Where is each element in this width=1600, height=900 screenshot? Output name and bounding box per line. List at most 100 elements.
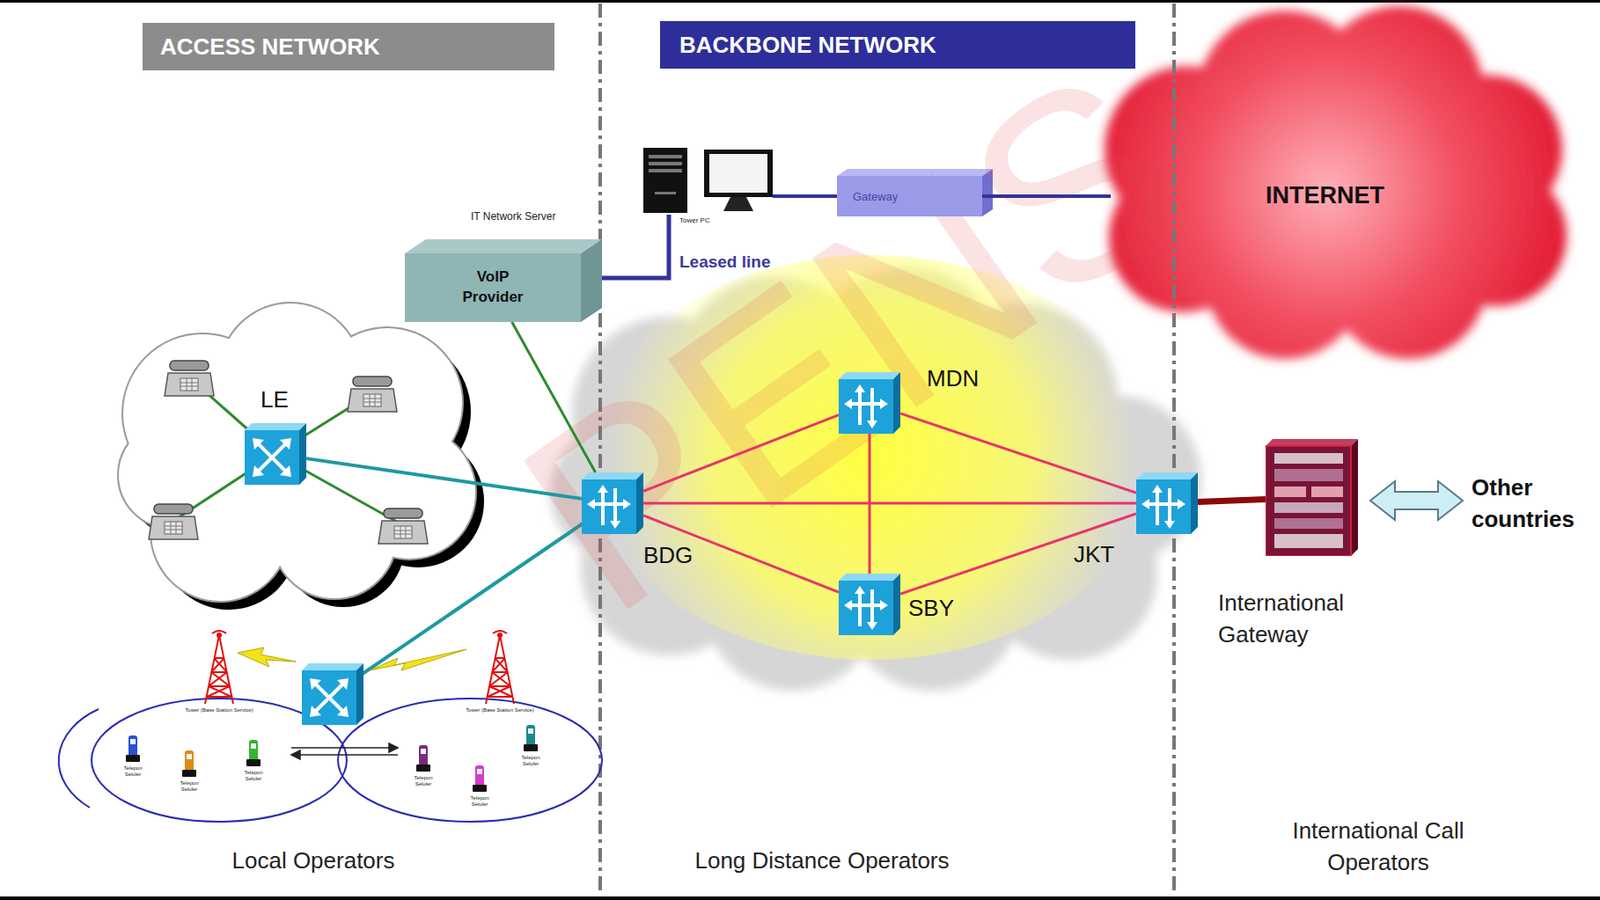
router-icon xyxy=(1144,502,1182,507)
text-label: IT Network Server xyxy=(470,210,556,224)
handover-arrow xyxy=(291,750,301,760)
router-icon xyxy=(1144,488,1182,526)
gateway-rack-icon xyxy=(1274,534,1344,549)
tower-pc xyxy=(648,161,683,166)
mobile-switch xyxy=(301,663,364,726)
mobile-phone xyxy=(182,750,197,778)
tower-pc xyxy=(643,147,773,213)
router-icon xyxy=(838,372,901,434)
international-gateway: International Gateway xyxy=(1265,439,1358,557)
gateway-box: Gateway xyxy=(836,176,983,217)
tower-pc xyxy=(704,149,773,198)
tower-pc xyxy=(709,154,768,193)
le-cloud-fill xyxy=(118,303,476,602)
voip-box: VoIP Provider xyxy=(404,253,581,323)
handover-arrow xyxy=(291,747,395,749)
mobile-phone xyxy=(472,765,487,793)
node-text: VoIP Provider xyxy=(457,267,529,309)
radio-link xyxy=(369,649,467,671)
router-icon xyxy=(581,479,637,535)
desk-phone xyxy=(164,360,214,397)
node-text: LE xyxy=(260,386,289,414)
router-icon xyxy=(844,600,852,611)
router-icon xyxy=(838,573,901,636)
router-icon xyxy=(1177,499,1186,510)
text-label: Tower (Base Station Service) xyxy=(183,707,255,714)
tower-pc xyxy=(654,191,676,195)
leased-line xyxy=(601,214,669,279)
router-icon xyxy=(847,388,885,426)
router-icon xyxy=(858,389,862,426)
trunk-link xyxy=(332,503,613,695)
network-link xyxy=(900,513,1137,595)
node-text: ACCESS NETWORK xyxy=(160,33,381,61)
router-icon xyxy=(587,499,595,510)
network-link xyxy=(306,458,582,500)
router-icon xyxy=(590,502,628,507)
router-icon xyxy=(893,573,901,636)
region-band: BACKBONE NETWORK xyxy=(660,21,1136,69)
box-side-face xyxy=(580,239,602,323)
le-cloud-fill xyxy=(202,360,397,555)
router-icon xyxy=(880,398,889,410)
gateway-rack-icon xyxy=(1274,453,1344,464)
gateway-rack-icon xyxy=(1265,446,1351,557)
text-label: Telepon Seluler xyxy=(240,770,267,782)
handover-arrow xyxy=(294,754,398,756)
node-text: International Gateway xyxy=(1218,587,1412,652)
router-icon xyxy=(838,580,894,636)
gateway-rack-icon xyxy=(1274,502,1344,514)
router-icon xyxy=(1136,472,1198,535)
router-icon xyxy=(601,490,605,526)
node-text: SBY xyxy=(908,594,955,623)
gateway-rack-icon xyxy=(1265,439,1358,557)
network-link xyxy=(643,502,1137,506)
handover-arrow xyxy=(291,743,398,760)
router-icon xyxy=(1152,484,1163,493)
router-icon xyxy=(1136,472,1198,480)
router-icon xyxy=(844,586,889,631)
desk-phone xyxy=(378,508,428,544)
cell-area xyxy=(337,698,602,823)
node-text: BDG xyxy=(643,542,693,570)
router-icon xyxy=(590,488,628,526)
tower-pc xyxy=(723,197,754,212)
text-label: Tower (Base Station Service) xyxy=(464,707,536,714)
router-icon xyxy=(858,591,862,627)
node-text: Gateway xyxy=(852,190,898,204)
network-link xyxy=(643,415,839,492)
router-icon xyxy=(893,372,901,434)
router-icon xyxy=(854,586,866,595)
region-band: ACCESS NETWORK xyxy=(142,22,555,71)
local-exchange-switch: LE xyxy=(244,423,307,485)
text-label: Telepon Seluler xyxy=(517,755,544,767)
tower-pc xyxy=(648,154,683,159)
box-top-face xyxy=(836,168,993,177)
router-icon xyxy=(609,521,621,529)
country-box: Other countries xyxy=(1471,471,1586,536)
router-icon xyxy=(623,499,632,510)
desk-phone xyxy=(148,360,428,544)
backbone-router: SBY xyxy=(838,573,901,636)
router-icon xyxy=(847,603,885,608)
box-top-face xyxy=(404,239,602,254)
router-icon xyxy=(581,472,644,480)
double-arrow xyxy=(1370,481,1463,521)
mobile-phone xyxy=(416,745,431,772)
router-icon xyxy=(866,420,878,429)
network-link xyxy=(900,413,1137,493)
router-icon xyxy=(1136,479,1191,535)
mobile-phone xyxy=(125,735,140,763)
router-icon xyxy=(838,573,901,581)
network-link xyxy=(643,515,839,593)
gateway-rack-icon xyxy=(1274,469,1344,482)
subscriber-line xyxy=(173,377,404,526)
radio-link xyxy=(237,647,296,668)
backbone-router: BDG xyxy=(581,472,644,535)
node-text: BACKBONE NETWORK xyxy=(679,31,937,59)
text-label: Leased line xyxy=(679,251,771,273)
node-text: INTERNET xyxy=(1265,182,1385,210)
router-icon xyxy=(1141,484,1186,529)
